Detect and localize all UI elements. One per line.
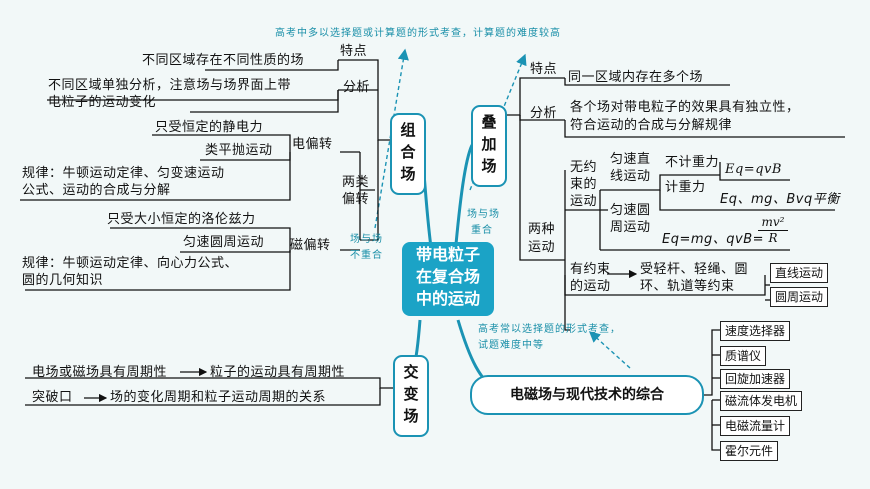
- note-diejia-a: 场与场: [467, 209, 500, 220]
- note-zuhe-a: 场与场: [350, 234, 383, 245]
- zuhe-fenxi-l1: 不同区域单独分析，注意场与场界面上带: [48, 78, 292, 93]
- frac-denominator: R: [768, 231, 778, 245]
- diejia-fraction: mv² R: [758, 215, 788, 246]
- zuhe-dian-b: 类平抛运动: [205, 143, 273, 158]
- diejia-tedian: 特点: [530, 62, 558, 77]
- diejia-eq1: Eq=qvB: [725, 162, 782, 177]
- zuhe-ci-law-l1: 规律：牛顿运动定律、向心力公式、: [22, 256, 239, 271]
- diejia-yszx-l1: 匀速直: [610, 152, 651, 167]
- zuhe-tedian: 特点: [340, 44, 368, 59]
- center-line-3: 中的运动: [415, 289, 480, 308]
- jiaobian-l2-a: 突破口: [32, 390, 73, 405]
- diejia-fenxi-l1: 各个场对带电粒子的效果具有独立性，: [570, 100, 800, 115]
- diejia-yuanzhou: 圆周运动: [770, 287, 829, 307]
- diejia-wuyueshu-l3: 运动: [570, 194, 598, 209]
- zuhe-dian-a: 只受恒定的静电力: [155, 120, 264, 135]
- frac-numerator: mv²: [758, 215, 788, 231]
- diejia-jizhong: 计重力: [665, 180, 706, 195]
- zuhe-liangpian-l1: 两类: [342, 175, 370, 190]
- zuhe-ci-b: 匀速圆周运动: [183, 235, 265, 250]
- diejia-wuyueshu-l1: 无约: [570, 160, 598, 175]
- jiaobian-l1-a: 电场或磁场具有周期性: [32, 365, 168, 380]
- zuhe-tedian-text: 不同区域存在不同性质的场: [142, 53, 305, 68]
- jiaobian-l1-b: 粒子的运动具有周期性: [210, 365, 346, 380]
- diejia-yszx-l2: 线运动: [610, 169, 651, 184]
- note-modern-b: 试题难度中等: [478, 340, 544, 351]
- diejia-eq3: Eq=mg、qvB=: [662, 232, 765, 247]
- diejia-qing-l2: 环、轨道等约束: [640, 279, 735, 294]
- modern-item-3: 磁流体发电机: [720, 391, 803, 411]
- note-zuhe-b: 不重合: [350, 250, 383, 261]
- note-diejia-b: 重合: [471, 225, 493, 236]
- modern-item-4: 电磁流量计: [720, 416, 791, 436]
- diejia-yszy-l2: 周运动: [610, 220, 651, 235]
- note-top: 高考中多以选择题或计算题的形式考查，计算题的难度较高: [275, 28, 561, 39]
- jiaobian-l2-b: 场的变化周期和粒子运动周期的关系: [110, 390, 327, 405]
- modern-item-0: 速度选择器: [720, 321, 791, 341]
- center-line-1: 带电粒子: [415, 245, 480, 264]
- diejia-zhixian: 直线运动: [770, 263, 829, 283]
- diejia-fenxi-l2: 符合运动的合成与分解规律: [570, 118, 733, 133]
- zuhe-node[interactable]: 组合场: [390, 113, 426, 195]
- diejia-yszy-l1: 匀速圆: [610, 203, 651, 218]
- modern-item-2: 回旋加速器: [720, 369, 791, 389]
- zuhe-liangpian-l2: 偏转: [342, 192, 370, 207]
- diejia-wuyueshu-l2: 束的: [570, 177, 598, 192]
- jiaobian-node[interactable]: 交变场: [393, 355, 429, 437]
- diejia-liangzhong-l1: 两种: [528, 222, 556, 237]
- diejia-liangzhong-l2: 运动: [528, 240, 556, 255]
- diejia-youyueshu-l2: 的运动: [570, 279, 611, 294]
- diejia-youyueshu-l1: 有约束: [570, 262, 611, 277]
- zuhe-cipian: 磁偏转: [290, 238, 331, 253]
- diejia-eq2: Eq、mg、Bvq平衡: [720, 192, 840, 207]
- diejia-node[interactable]: 叠加场: [471, 105, 507, 187]
- zuhe-dian-law-l2: 公式、运动的合成与分解: [22, 183, 171, 198]
- zuhe-fenxi-l2: 电粒子的运动变化: [48, 95, 157, 110]
- zuhe-dianpian: 电偏转: [292, 137, 333, 152]
- center-node[interactable]: 带电粒子 在复合场 中的运动: [402, 242, 494, 316]
- modern-node[interactable]: 电磁场与现代技术的综合: [470, 375, 704, 415]
- zuhe-fenxi: 分析: [343, 80, 371, 95]
- diejia-fenxi: 分析: [530, 106, 558, 121]
- modern-item-5: 霍尔元件: [720, 441, 779, 461]
- zuhe-ci-a: 只受大小恒定的洛伦兹力: [107, 212, 256, 227]
- modern-item-1: 质谱仪: [720, 346, 767, 366]
- diejia-qing-l1: 受轻杆、轻绳、圆: [640, 262, 749, 277]
- diejia-tedian-text: 同一区域内存在多个场: [568, 70, 704, 85]
- zuhe-ci-law-l2: 圆的几何知识: [22, 273, 104, 288]
- zuhe-dian-law-l1: 规律：牛顿运动定律、匀变速运动: [22, 166, 225, 181]
- diejia-bujizhong: 不计重力: [665, 155, 720, 170]
- note-modern-a: 高考常以选择题的形式考查，: [478, 324, 621, 335]
- center-line-2: 在复合场: [415, 267, 480, 286]
